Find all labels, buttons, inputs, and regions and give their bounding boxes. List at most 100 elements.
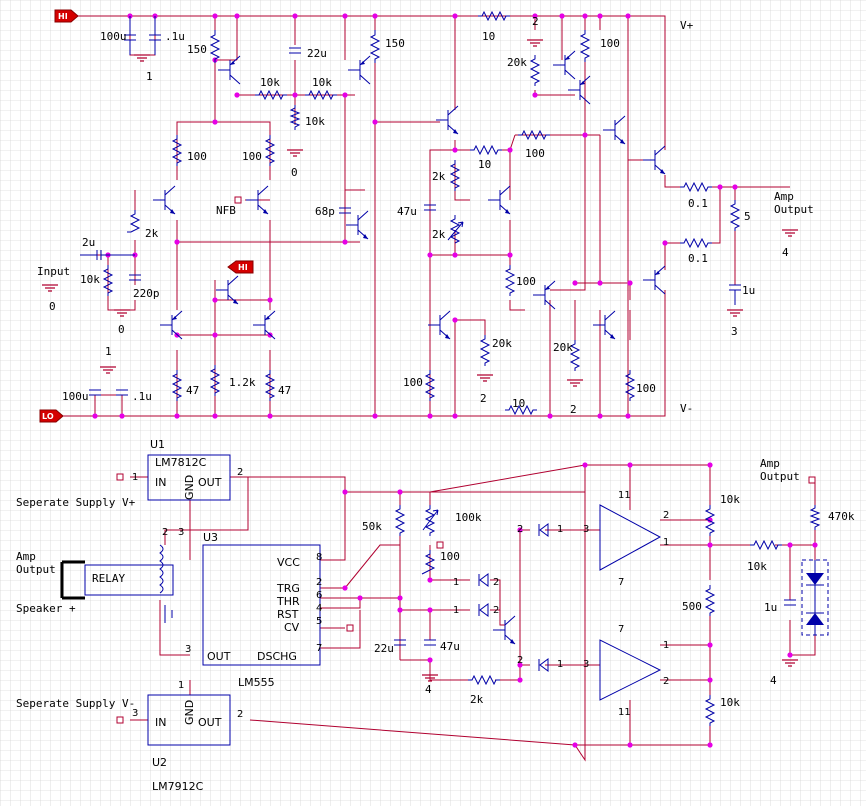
capacitor-1u-out[interactable] bbox=[729, 284, 741, 305]
resistor-20k-top[interactable] bbox=[529, 55, 541, 86]
pin-number: 2 bbox=[663, 510, 669, 521]
opamp-upper[interactable] bbox=[599, 504, 662, 571]
resistor-100-topr[interactable] bbox=[579, 30, 591, 62]
capacitor-47u-b[interactable] bbox=[424, 639, 436, 646]
transistor-body bbox=[153, 185, 176, 215]
net-flag-lo[interactable]: LO bbox=[39, 409, 64, 423]
resistor-2k-c[interactable] bbox=[468, 674, 500, 686]
resistor-100-mid[interactable] bbox=[518, 129, 550, 141]
resistor-2k-b[interactable] bbox=[449, 215, 461, 244]
opamp-lower[interactable] bbox=[599, 639, 662, 701]
resistor-150-right[interactable] bbox=[369, 30, 381, 63]
resistor-100-d[interactable] bbox=[624, 370, 636, 401]
net-flag-hi-mid[interactable]: HI bbox=[227, 260, 254, 274]
resistor-20k-b[interactable] bbox=[479, 335, 491, 366]
resistor-100-l[interactable] bbox=[171, 135, 183, 166]
pin-number: 6 bbox=[316, 590, 322, 601]
resistor-10k-a[interactable] bbox=[289, 105, 301, 130]
transistor-arrow bbox=[172, 316, 177, 320]
capacitor-1u-bot[interactable] bbox=[116, 389, 128, 396]
resistor-47-r[interactable] bbox=[264, 370, 276, 401]
resistor-0-1b[interactable] bbox=[680, 237, 712, 249]
transistor-body bbox=[568, 75, 591, 105]
resistor-0-1a[interactable] bbox=[680, 181, 712, 193]
junction-dot bbox=[342, 13, 348, 19]
resistor-10k-c[interactable] bbox=[305, 89, 337, 101]
labels: 100u .1u 150 150 22u 10k 10k 10k 10 20k … bbox=[16, 15, 855, 793]
label-r100-l: 100 bbox=[187, 150, 207, 163]
pin-number: 3 bbox=[583, 659, 589, 670]
capacitor-100u-top[interactable] bbox=[124, 16, 136, 55]
pin-number: 2 bbox=[517, 655, 523, 666]
resistor-100-pot[interactable] bbox=[421, 550, 436, 575]
label-speaker: Speaker + bbox=[16, 602, 76, 615]
resistor-10k-in[interactable] bbox=[102, 265, 114, 296]
resistor-5[interactable] bbox=[729, 200, 741, 231]
resistor-150-left[interactable] bbox=[209, 30, 221, 63]
capacitor-22u-b[interactable] bbox=[394, 639, 406, 646]
u3-timer[interactable] bbox=[202, 544, 321, 666]
junction-dot bbox=[372, 413, 378, 419]
capacitor-220p[interactable] bbox=[129, 274, 141, 281]
resistor-100-c[interactable] bbox=[504, 265, 516, 296]
pin-number: 3 bbox=[185, 644, 191, 655]
resistor-470k[interactable] bbox=[809, 505, 821, 530]
resistor-100-b[interactable] bbox=[424, 370, 436, 401]
label-sep-vplus: Seperate Supply V+ bbox=[16, 496, 136, 509]
diode bbox=[538, 658, 549, 672]
junction-dot bbox=[517, 662, 523, 668]
u2-regulator[interactable] bbox=[147, 694, 231, 746]
connector-pin bbox=[436, 541, 444, 549]
transistor-pnp bbox=[568, 75, 591, 105]
pin-number: 1 bbox=[663, 640, 669, 651]
relay-box[interactable] bbox=[84, 564, 174, 596]
capacitor-1u-top[interactable] bbox=[149, 16, 161, 55]
trimmer-arrow-2k[interactable] bbox=[447, 221, 464, 241]
resistor-10k-op1[interactable] bbox=[704, 505, 716, 536]
trimmer-arrow-100k[interactable] bbox=[422, 509, 439, 531]
resistor-2k-in[interactable] bbox=[127, 210, 141, 233]
resistor-20k-c[interactable] bbox=[569, 340, 581, 371]
pin-label-thr: THR bbox=[276, 595, 300, 608]
transistor-body bbox=[603, 115, 626, 145]
resistor-1-2k[interactable] bbox=[209, 365, 221, 396]
resistor-500[interactable] bbox=[704, 585, 716, 616]
transistor-pnp bbox=[160, 310, 183, 340]
pin-number: 3 bbox=[178, 527, 184, 538]
net-flag-hi[interactable]: HI bbox=[54, 9, 79, 23]
label-u1-part: LM7812C bbox=[155, 456, 207, 469]
ground-icon bbox=[782, 659, 798, 667]
ground-number-2b: 2 bbox=[480, 392, 487, 405]
capacitor-2u[interactable] bbox=[80, 250, 135, 260]
u1-regulator[interactable] bbox=[147, 454, 231, 501]
resistor-50k[interactable] bbox=[394, 505, 406, 536]
transistor-pnp bbox=[348, 55, 371, 85]
capacitor-68p[interactable] bbox=[339, 207, 351, 214]
resistor-10-mid[interactable] bbox=[470, 144, 502, 156]
transistor-body bbox=[346, 210, 369, 240]
tvs-protection[interactable] bbox=[801, 559, 829, 636]
transistor-arrow bbox=[265, 316, 270, 320]
transistor-pnp bbox=[218, 55, 241, 85]
resistor-100-m[interactable] bbox=[264, 135, 276, 166]
ground-lines bbox=[42, 284, 58, 292]
resistor-2k-a[interactable] bbox=[449, 160, 461, 191]
capacitor-1u-prot[interactable] bbox=[784, 599, 796, 606]
resistor-10k-op2[interactable] bbox=[704, 695, 716, 726]
resistor-10k-b[interactable] bbox=[255, 89, 287, 101]
capacitor-22u[interactable] bbox=[289, 47, 301, 54]
junction-dot bbox=[787, 542, 793, 548]
pin-label-dschg: DSCHG bbox=[257, 650, 297, 663]
junction-dot bbox=[342, 585, 348, 591]
resistor-10k-out[interactable] bbox=[750, 539, 782, 551]
junction-dot bbox=[427, 607, 433, 613]
label-u3: U3 bbox=[203, 531, 218, 544]
capacitor-47u[interactable] bbox=[424, 204, 436, 211]
capacitor-100u-bot[interactable] bbox=[89, 389, 101, 396]
resistor-10-bot[interactable] bbox=[505, 404, 537, 416]
resistor-47-l[interactable] bbox=[171, 370, 183, 401]
resistor-10-top[interactable] bbox=[478, 10, 510, 22]
